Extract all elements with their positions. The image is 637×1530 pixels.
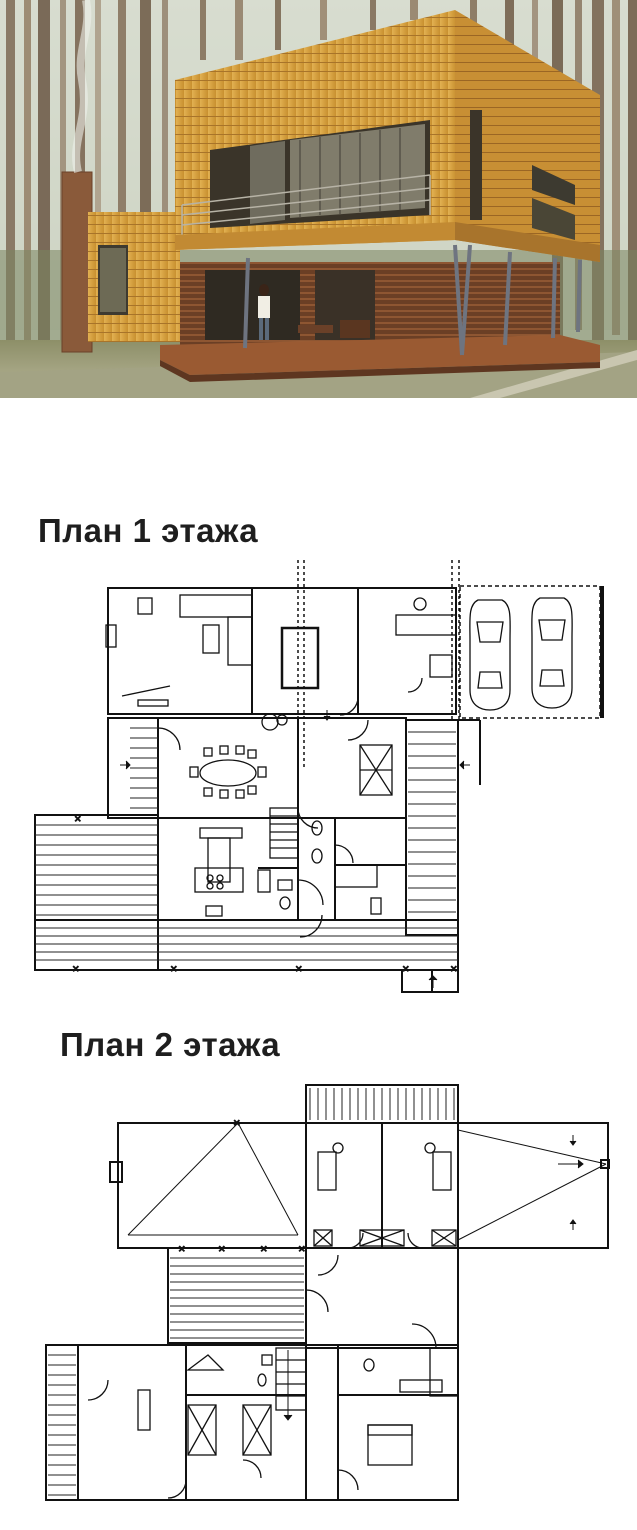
pillars xyxy=(243,244,582,356)
car-icon xyxy=(469,597,573,711)
deck xyxy=(160,335,600,375)
svg-text:✕: ✕ xyxy=(74,814,82,824)
svg-text:✕: ✕ xyxy=(178,1244,186,1254)
stairs-icon xyxy=(275,1347,307,1411)
floor-plan-2: ✕ ✕ ✕ ✕ ✕ xyxy=(45,1084,610,1501)
chimney xyxy=(62,172,92,352)
roof-left xyxy=(117,1122,307,1249)
plan2-title: План 2 этажа xyxy=(60,1026,281,1063)
svg-text:✕: ✕ xyxy=(170,964,178,974)
svg-text:✕: ✕ xyxy=(450,964,458,974)
balcony-railing xyxy=(181,174,431,235)
sofa-icon xyxy=(179,594,253,618)
toilet-icon xyxy=(257,1373,267,1387)
terrace-hatching xyxy=(48,1088,455,1496)
plan2-lower-block xyxy=(77,1344,459,1501)
svg-text:✕: ✕ xyxy=(218,1244,226,1254)
toilet-icon xyxy=(311,820,323,836)
plan1-title: План 1 этажа xyxy=(38,512,259,549)
svg-text:✕: ✕ xyxy=(233,1118,241,1128)
garage xyxy=(459,585,601,719)
svg-text:✕: ✕ xyxy=(402,964,410,974)
table-icon xyxy=(280,626,320,690)
bed-icon xyxy=(317,1151,337,1191)
chair-icon xyxy=(413,597,427,611)
floor-plan-1: ✕ ✕ ✕ ✕ ✕ ✕ xyxy=(34,560,604,993)
bed-icon xyxy=(137,1389,151,1431)
dining-table-icon xyxy=(199,759,257,787)
bathtub-icon xyxy=(186,1354,225,1371)
fireplace-icon xyxy=(105,624,117,648)
plan1-upper-block xyxy=(107,587,457,715)
bed-icon xyxy=(367,1424,413,1466)
svg-text:✕: ✕ xyxy=(72,964,80,974)
plant-icon xyxy=(261,713,279,731)
roof-right xyxy=(457,1122,609,1249)
svg-text:✕: ✕ xyxy=(295,964,303,974)
sink-icon xyxy=(261,1354,273,1366)
bathtub-icon xyxy=(429,1347,459,1397)
coffee-table-icon xyxy=(202,624,220,654)
house-photo xyxy=(0,0,637,398)
svg-text:✕: ✕ xyxy=(260,1244,268,1254)
deck-hatching xyxy=(35,727,458,961)
stairs-icon xyxy=(269,807,299,859)
svg-text:✕: ✕ xyxy=(298,1244,306,1254)
cooktop-icon xyxy=(194,867,244,893)
house-rendering xyxy=(0,0,637,398)
